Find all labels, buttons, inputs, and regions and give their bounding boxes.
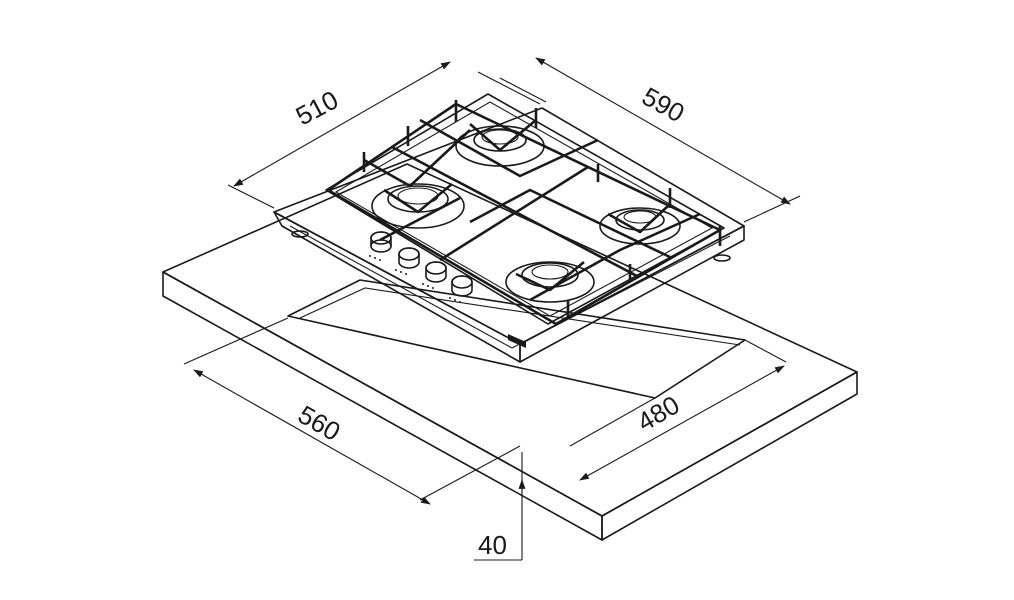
- knob-4: [451, 275, 473, 297]
- dimension-worktop-thickness: 40: [474, 452, 526, 561]
- knob-markings: [369, 255, 461, 303]
- knob-1: [370, 231, 392, 253]
- dimension-label-40: 40: [478, 530, 507, 560]
- hob-body: [273, 107, 745, 363]
- dimension-label-510: 510: [291, 84, 343, 131]
- dimension-cutout-width: 560: [183, 317, 521, 505]
- knob-3: [425, 261, 447, 283]
- dimension-label-480: 480: [632, 390, 685, 438]
- brand-badge: [508, 334, 526, 348]
- pan-supports: [326, 100, 722, 326]
- hob-feet: [291, 230, 731, 262]
- dimension-cutout-depth: 480: [569, 339, 787, 481]
- burner-front: [505, 261, 595, 303]
- worktop: [162, 163, 858, 541]
- control-knobs: [369, 231, 473, 303]
- knob-2: [398, 247, 420, 269]
- burner-right: [599, 207, 681, 245]
- dimension-hob-depth: 510: [227, 61, 541, 209]
- dimension-label-560: 560: [293, 399, 346, 447]
